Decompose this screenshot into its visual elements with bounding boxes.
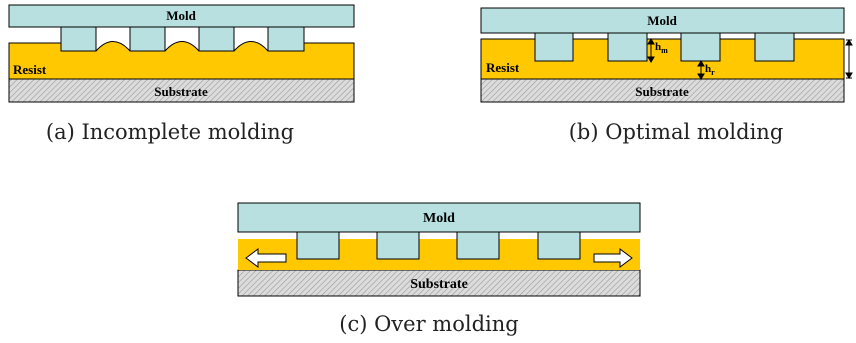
substrate-label-b: Substrate <box>635 84 689 99</box>
mold-b-tooth-3 <box>680 32 721 62</box>
mold-a-body <box>8 4 355 28</box>
mold-c-tooth-2 <box>376 231 420 260</box>
substrate-c <box>237 269 641 297</box>
resist-label-b: Resist <box>486 60 520 75</box>
mold-label-c: Mold <box>423 211 455 226</box>
mold-label-a: Mold <box>166 8 196 23</box>
mold-a-tooth-4 <box>267 26 305 52</box>
hr-label: hr <box>705 63 715 77</box>
panel-b: hm hr Mold Resist Substrate (b) Optimal … <box>480 7 853 144</box>
hr-arrow <box>697 60 705 80</box>
substrate-label-c: Substrate <box>410 277 468 292</box>
total-height-arrow <box>845 39 853 79</box>
hm-arrow <box>647 38 655 63</box>
caption-c: (c) Over molding <box>339 312 518 336</box>
panel-c: Mold Substrate (c) Over molding <box>237 202 641 336</box>
resist-label-a: Resist <box>13 62 47 77</box>
mold-c-tooth-1 <box>296 231 340 260</box>
mold-c-tooth-3 <box>456 231 500 260</box>
caption-b: (b) Optimal molding <box>569 120 784 144</box>
caption-a: (a) Incomplete molding <box>46 120 294 144</box>
mold-c-body <box>237 202 641 233</box>
mold-c-tooth-4 <box>537 231 581 260</box>
substrate-label-a: Substrate <box>154 84 208 99</box>
mold-a-tooth-1 <box>60 26 97 52</box>
mold-b-tooth-1 <box>534 32 574 62</box>
mold-label-b: Mold <box>647 13 677 28</box>
mold-a-tooth-2 <box>129 26 166 52</box>
mold-a-tooth-3 <box>198 26 235 52</box>
left-arrow-icon <box>245 248 287 268</box>
mold-b-tooth-4 <box>754 32 795 62</box>
hm-label: hm <box>655 41 668 55</box>
mold-b-body <box>480 7 845 34</box>
mold-b-tooth-2 <box>607 32 648 62</box>
right-arrow-icon <box>593 248 633 268</box>
panel-a: Mold Resist Substrate (a) Incomplete mol… <box>8 4 355 144</box>
